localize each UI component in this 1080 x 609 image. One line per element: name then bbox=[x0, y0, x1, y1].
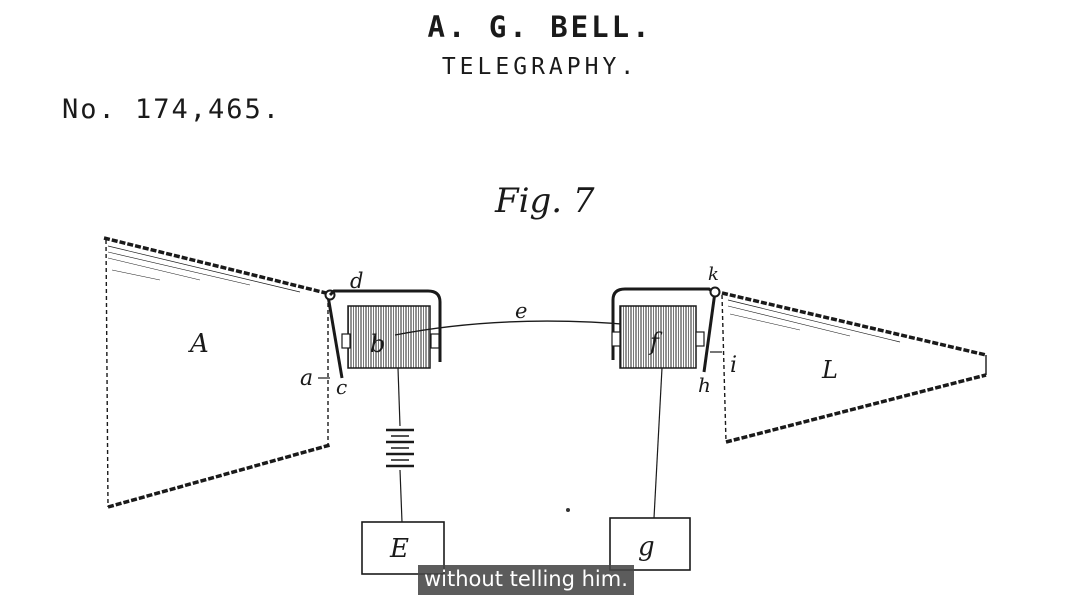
ink-speck bbox=[566, 508, 570, 512]
right-electromagnet-f bbox=[611, 287, 714, 369]
ground-box-g bbox=[609, 517, 691, 571]
label-i: i bbox=[730, 353, 737, 378]
inventor-name: A. G. BELL. bbox=[427, 10, 653, 44]
label-e: e bbox=[515, 299, 527, 323]
left-horn-A bbox=[103, 236, 331, 509]
label-b: b bbox=[370, 330, 385, 358]
right-horn-L bbox=[721, 291, 987, 444]
wire-to-g bbox=[653, 367, 663, 519]
label-A: A bbox=[188, 329, 209, 359]
patent-title: TELEGRAPHY. bbox=[441, 54, 639, 80]
label-L: L bbox=[821, 356, 838, 384]
right-armature-lever bbox=[702, 286, 722, 373]
patent-number: No. 174,465. bbox=[62, 94, 282, 125]
label-c: c bbox=[336, 375, 347, 399]
left-electromagnet-b bbox=[328, 289, 442, 369]
left-armature-lever bbox=[318, 289, 344, 379]
label-k: k bbox=[708, 264, 719, 285]
battery bbox=[386, 367, 414, 523]
video-subtitle: without telling him. bbox=[418, 565, 634, 595]
label-h: h bbox=[698, 373, 711, 397]
label-a: a bbox=[300, 366, 313, 391]
label-E: E bbox=[389, 534, 409, 564]
figure-label: Fig. 7 bbox=[494, 181, 595, 221]
label-d: d bbox=[350, 269, 363, 293]
label-g: g bbox=[638, 532, 655, 562]
